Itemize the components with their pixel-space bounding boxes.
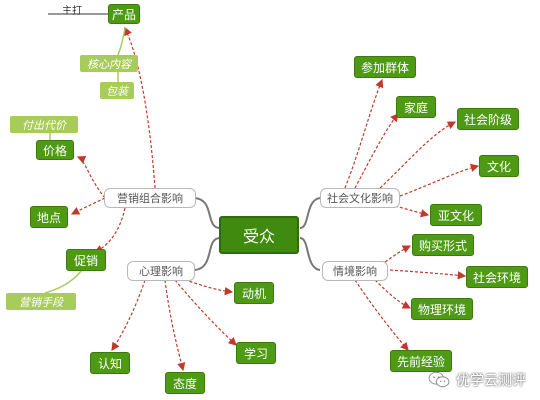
callout-main: 主打 bbox=[62, 6, 82, 17]
leaf-motive[interactable]: 动机 bbox=[234, 282, 274, 304]
root-branch-line bbox=[299, 237, 321, 271]
arrow-to-price bbox=[76, 155, 106, 199]
arrow-to-culture bbox=[399, 163, 480, 197]
arrow-to-attitude bbox=[164, 279, 186, 372]
branch-marketing[interactable]: 营销组合影响 bbox=[104, 188, 196, 208]
watermark-text: 优学云测评 bbox=[456, 373, 526, 389]
branch-social[interactable]: 社会文化影响 bbox=[320, 188, 400, 208]
root-branch-line bbox=[194, 237, 221, 271]
leaf-socenv[interactable]: 社会环境 bbox=[466, 266, 528, 288]
branch-situation[interactable]: 情境影响 bbox=[322, 261, 388, 281]
arrow-to-group bbox=[344, 78, 384, 189]
note-connector bbox=[44, 269, 83, 294]
leaf-prior[interactable]: 先前经验 bbox=[390, 350, 452, 372]
root-branch-line bbox=[194, 197, 221, 229]
arrow-to-product bbox=[124, 26, 156, 189]
root-branch-line bbox=[299, 197, 321, 229]
arrow-to-subculture bbox=[394, 205, 430, 218]
leaf-family[interactable]: 家庭 bbox=[396, 96, 436, 118]
branch-psych[interactable]: 心理影响 bbox=[127, 261, 195, 281]
leaf-subculture[interactable]: 亚文化 bbox=[430, 204, 482, 226]
watermark: 优学云测评 bbox=[428, 370, 526, 390]
arrow-to-class bbox=[379, 121, 457, 189]
leaf-learning[interactable]: 学习 bbox=[236, 342, 276, 364]
leaf-buyform[interactable]: 购买形式 bbox=[412, 234, 474, 256]
leaf-class[interactable]: 社会阶级 bbox=[457, 108, 519, 130]
arrow-to-promo bbox=[93, 207, 126, 253]
arrow-to-family bbox=[354, 113, 399, 189]
arrow-to-prior bbox=[354, 279, 409, 351]
note-means: 营销手段 bbox=[6, 293, 76, 310]
leaf-product[interactable]: 产品 bbox=[108, 4, 140, 24]
arrow-to-physenv bbox=[374, 279, 412, 309]
note-pay: 付出代价 bbox=[10, 116, 78, 133]
leaf-price[interactable]: 价格 bbox=[36, 140, 74, 160]
leaf-perception[interactable]: 认知 bbox=[90, 352, 130, 374]
note-connector bbox=[117, 27, 126, 56]
leaf-physenv[interactable]: 物理环境 bbox=[411, 298, 473, 320]
note-core: 核心内容 bbox=[80, 55, 138, 72]
wechat-icon bbox=[428, 371, 450, 388]
leaf-place[interactable]: 地点 bbox=[30, 206, 68, 228]
leaf-promo[interactable]: 促销 bbox=[66, 249, 106, 271]
arrow-to-perception bbox=[111, 279, 146, 351]
arrow-to-buyform bbox=[384, 245, 412, 263]
note-pack: 包装 bbox=[100, 82, 134, 99]
arrow-to-socenv bbox=[389, 269, 467, 280]
arrow-to-learning bbox=[174, 279, 237, 346]
leaf-attitude[interactable]: 态度 bbox=[165, 372, 205, 394]
leaf-group[interactable]: 参加群体 bbox=[354, 56, 416, 78]
leaf-culture[interactable]: 文化 bbox=[479, 155, 519, 177]
root-node[interactable]: 受众 bbox=[219, 216, 299, 254]
arrow-to-place bbox=[70, 197, 106, 215]
